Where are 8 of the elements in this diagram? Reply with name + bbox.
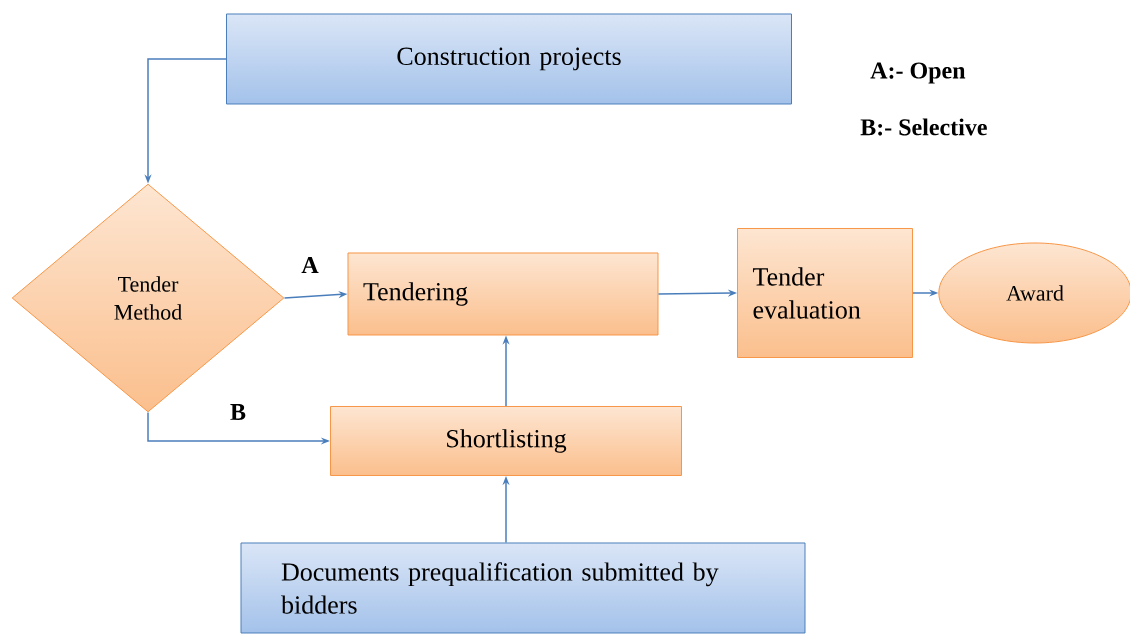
process-box: Tender evaluation [737,228,913,358]
process-box: Shortlisting [330,406,682,476]
input-box: Documents prequalification submitted by bidders [240,542,806,634]
process-box: Construction projects [226,13,792,105]
legend-note: A:- Open [870,62,966,84]
legend-note: B:- Selective [860,118,987,136]
edge-label: A [300,256,320,274]
process-box: Tendering [347,252,659,336]
